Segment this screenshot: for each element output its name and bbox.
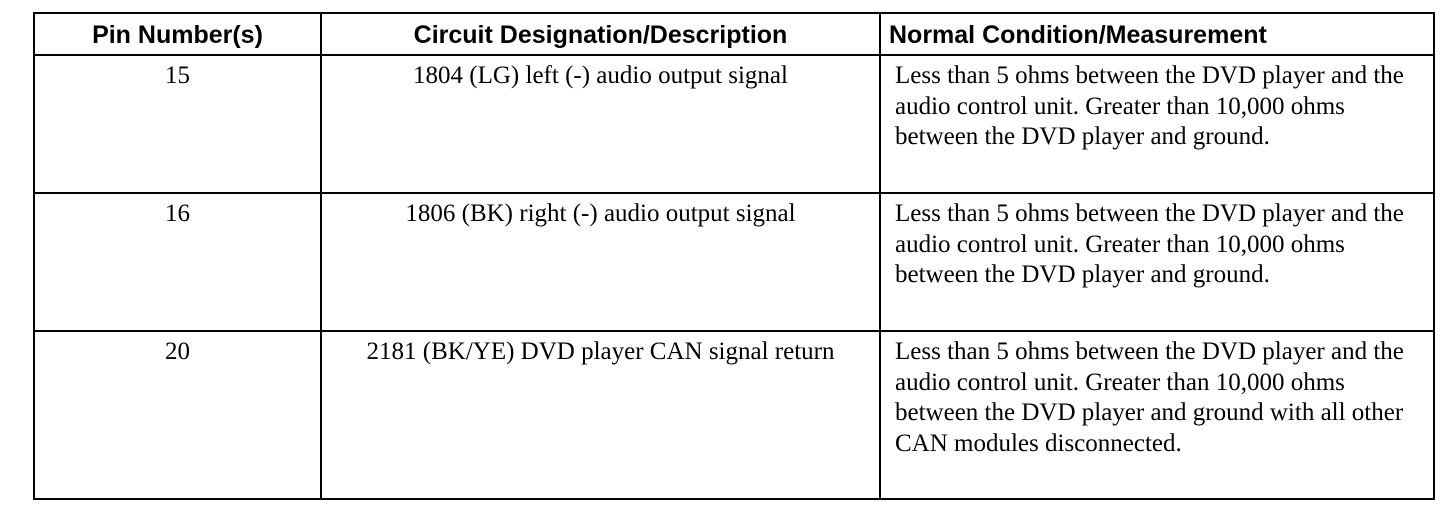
pin-number-cell: 16 xyxy=(33,192,322,332)
condition-measurement-cell: Less than 5 ohms between the DVD player … xyxy=(879,330,1435,500)
pin-number-cell: 15 xyxy=(33,54,322,194)
circuit-description-cell: 2181 (BK/YE) DVD player CAN signal retur… xyxy=(320,330,881,500)
header-normal-condition: Normal Condition/Measurement xyxy=(879,12,1435,56)
condition-measurement-cell: Less than 5 ohms between the DVD player … xyxy=(879,192,1435,332)
table-row: 16 1806 (BK) right (-) audio output sign… xyxy=(33,192,1435,332)
pin-number-cell: 20 xyxy=(33,330,322,500)
pinout-table: Pin Number(s) Circuit Designation/Descri… xyxy=(33,12,1435,500)
condition-measurement-cell: Less than 5 ohms between the DVD player … xyxy=(879,54,1435,194)
table-row: 20 2181 (BK/YE) DVD player CAN signal re… xyxy=(33,330,1435,500)
header-pin-numbers: Pin Number(s) xyxy=(33,12,322,56)
circuit-description-cell: 1806 (BK) right (-) audio output signal xyxy=(320,192,881,332)
header-circuit-designation: Circuit Designation/Description xyxy=(320,12,881,56)
table-header-row: Pin Number(s) Circuit Designation/Descri… xyxy=(33,12,1435,56)
circuit-description-cell: 1804 (LG) left (-) audio output signal xyxy=(320,54,881,194)
table-row: 15 1804 (LG) left (-) audio output signa… xyxy=(33,54,1435,194)
